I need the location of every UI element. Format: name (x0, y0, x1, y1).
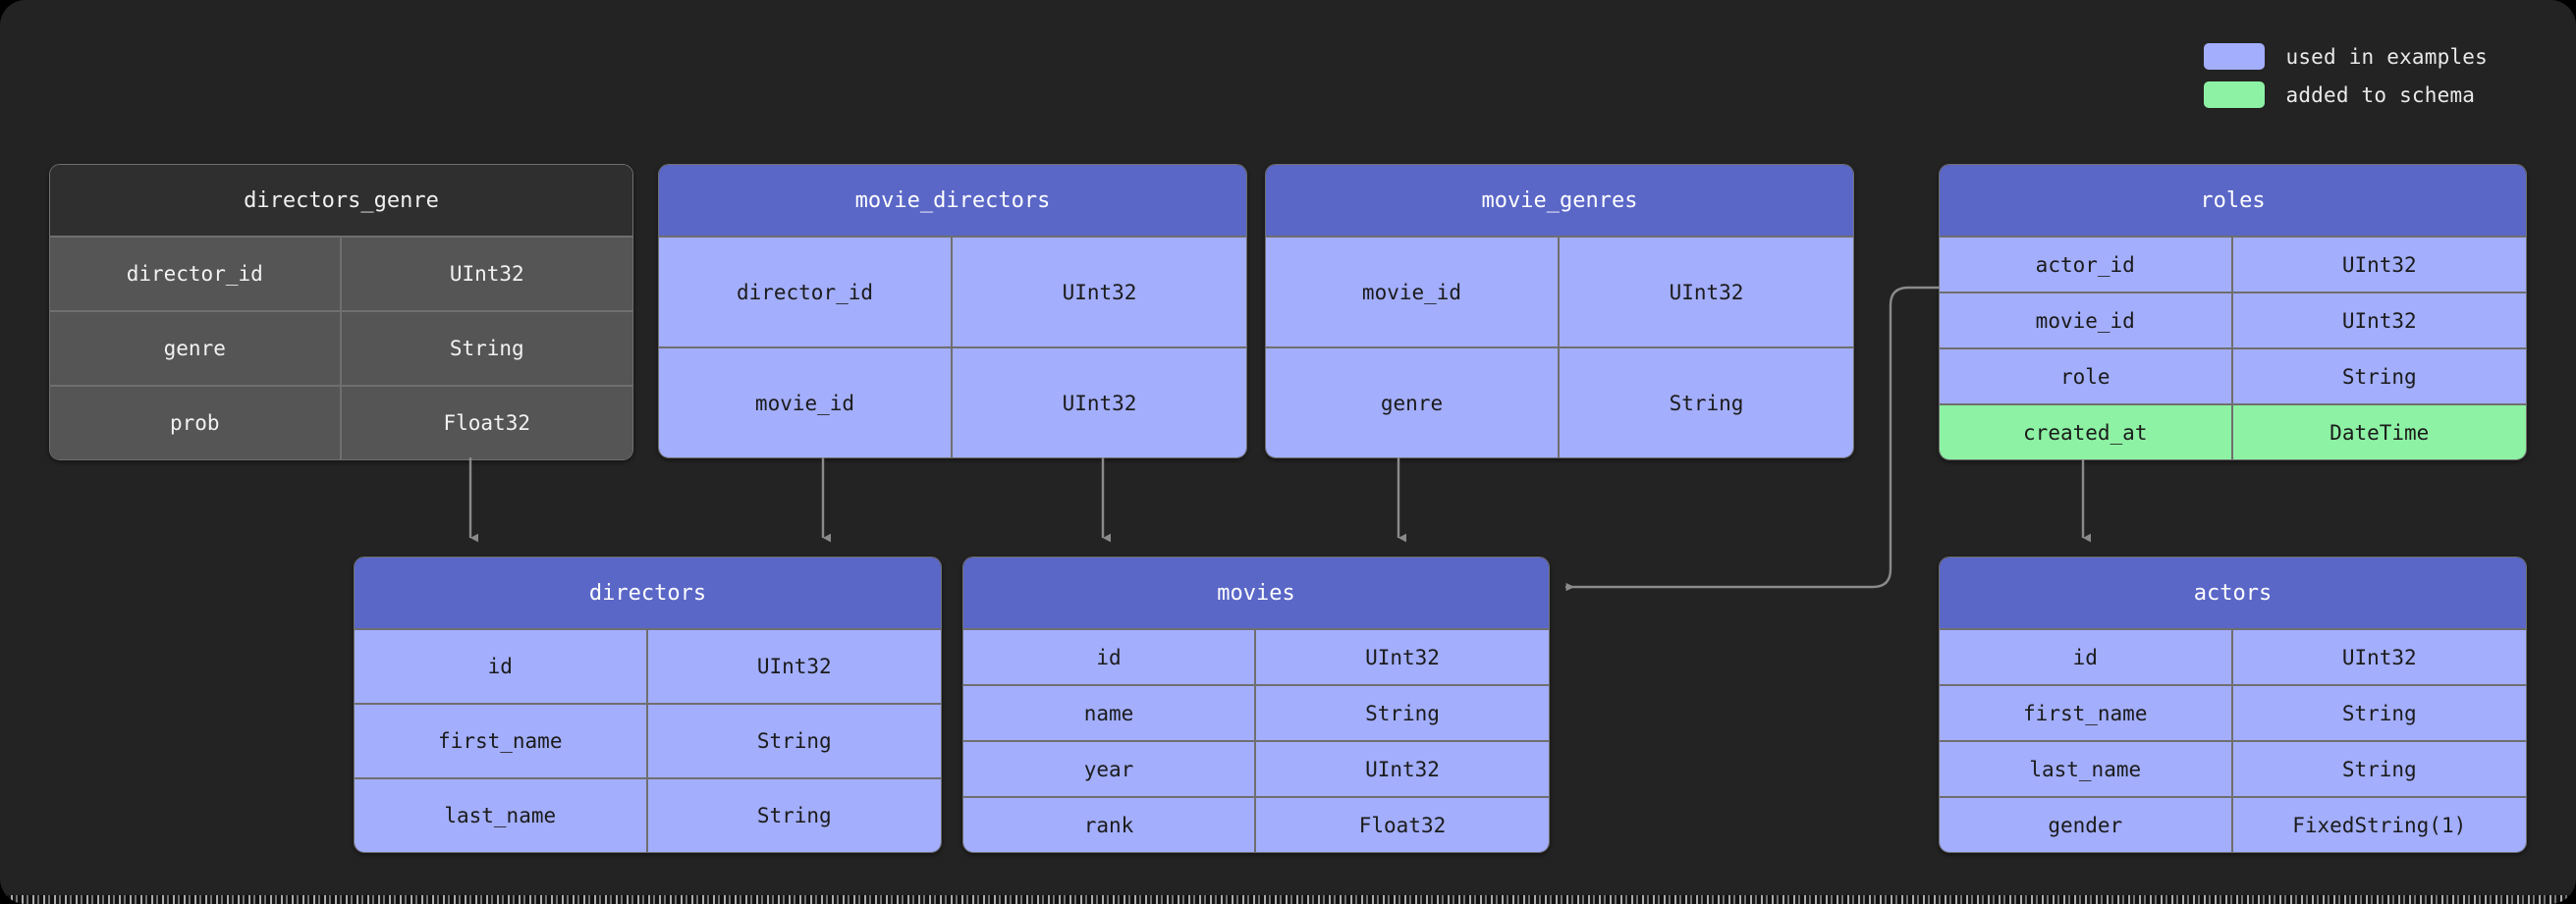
column-name: gender (1940, 798, 2233, 852)
column-type: UInt32 (1365, 757, 1440, 781)
table-actors[interactable]: actors id UInt32 first_name String last_… (1939, 557, 2527, 853)
column-name: movie_id (1940, 293, 2233, 347)
column-type: Float32 (1358, 813, 1447, 837)
column-type: String (756, 804, 832, 827)
table-title-actors: actors (1940, 558, 2526, 628)
column-type: UInt32 (449, 262, 524, 286)
table-title-movies: movies (963, 558, 1549, 628)
table-row[interactable]: id UInt32 (355, 628, 941, 703)
table-row[interactable]: director_id UInt32 (659, 236, 1246, 346)
table-row[interactable]: first_name String (355, 703, 941, 777)
column-type: UInt32 (1365, 645, 1440, 669)
column-type: String (756, 729, 832, 753)
table-row[interactable]: id UInt32 (963, 628, 1549, 684)
legend-item-used-in-examples: used in examples (2203, 43, 2489, 70)
column-name: movie_id (659, 348, 953, 457)
table-directors[interactable]: directors id UInt32 first_name String la… (354, 557, 942, 853)
table-row[interactable]: last_name String (1940, 740, 2526, 796)
column-type: UInt32 (2341, 252, 2417, 277)
column-name: genre (50, 312, 342, 385)
column-type: UInt32 (1062, 280, 1137, 304)
column-name: prob (50, 387, 342, 459)
column-name: id (1940, 630, 2233, 684)
table-title-movie_genres: movie_genres (1266, 165, 1853, 236)
table-row[interactable]: movie_id UInt32 (659, 346, 1246, 457)
column-name: id (963, 630, 1256, 684)
table-row[interactable]: last_name String (355, 777, 941, 852)
bottom-edge-artifact (0, 895, 2576, 904)
column-type: UInt32 (1669, 280, 1744, 304)
table-row[interactable]: prob Float32 (50, 385, 632, 459)
column-name: actor_id (1940, 238, 2233, 292)
column-type: String (1365, 701, 1440, 725)
column-name: name (963, 686, 1256, 740)
table-row[interactable]: name String (963, 684, 1549, 740)
legend-label-added-to-schema: added to schema (2285, 82, 2476, 107)
column-type: UInt32 (2341, 308, 2417, 333)
table-movies[interactable]: movies id UInt32 name String year UInt32… (962, 557, 1550, 853)
table-row[interactable]: gender FixedString(1) (1940, 796, 2526, 852)
table-row[interactable]: movie_id UInt32 (1266, 236, 1853, 346)
column-name: last_name (355, 779, 648, 852)
table-title-movie_directors: movie_directors (659, 165, 1246, 236)
legend-item-added-to-schema: added to schema (2203, 81, 2489, 108)
table-title-directors_genre: directors_genre (50, 165, 632, 236)
table-row[interactable]: rank Float32 (963, 796, 1549, 852)
table-directors_genre[interactable]: directors_genre director_id UInt32 genre… (49, 164, 633, 460)
column-name: role (1940, 349, 2233, 403)
column-type: FixedString(1) (2292, 813, 2467, 837)
column-name: director_id (50, 238, 342, 310)
column-name: last_name (1940, 742, 2233, 796)
column-type: String (2341, 701, 2417, 725)
column-name: director_id (659, 238, 953, 346)
column-type: Float32 (443, 411, 530, 435)
legend-swatch-blue-icon (2203, 43, 2265, 70)
table-title-roles: roles (1940, 165, 2526, 236)
column-name: rank (963, 798, 1256, 852)
table-row[interactable]: role String (1940, 347, 2526, 403)
column-type: String (2341, 757, 2417, 781)
table-row-added[interactable]: created_at DateTime (1940, 403, 2526, 459)
table-row[interactable]: genre String (50, 310, 632, 385)
table-row[interactable]: first_name String (1940, 684, 2526, 740)
table-title-directors: directors (355, 558, 941, 628)
table-roles[interactable]: roles actor_id UInt32 movie_id UInt32 ro… (1939, 164, 2527, 460)
legend-swatch-green-icon (2203, 81, 2265, 108)
column-type: UInt32 (756, 655, 832, 678)
table-row[interactable]: director_id UInt32 (50, 236, 632, 310)
column-name: first_name (1940, 686, 2233, 740)
column-type: String (449, 337, 524, 360)
column-type: UInt32 (2341, 645, 2417, 669)
column-name: id (355, 630, 648, 703)
table-row[interactable]: actor_id UInt32 (1940, 236, 2526, 292)
column-type: String (2341, 364, 2417, 389)
column-type: UInt32 (1062, 391, 1137, 415)
table-row[interactable]: year UInt32 (963, 740, 1549, 796)
table-row[interactable]: genre String (1266, 346, 1853, 457)
legend: used in examples added to schema (2203, 43, 2489, 108)
column-type: String (1669, 391, 1744, 415)
column-name: year (963, 742, 1256, 796)
legend-label-used-in-examples: used in examples (2285, 44, 2488, 69)
column-name: created_at (1940, 405, 2233, 459)
table-row[interactable]: id UInt32 (1940, 628, 2526, 684)
column-name: movie_id (1266, 238, 1560, 346)
column-name: first_name (355, 705, 648, 777)
table-movie_genres[interactable]: movie_genres movie_id UInt32 genre Strin… (1265, 164, 1854, 458)
column-type: DateTime (2329, 420, 2430, 445)
column-name: genre (1266, 348, 1560, 457)
table-movie_directors[interactable]: movie_directors director_id UInt32 movie… (658, 164, 1247, 458)
table-row[interactable]: movie_id UInt32 (1940, 292, 2526, 347)
